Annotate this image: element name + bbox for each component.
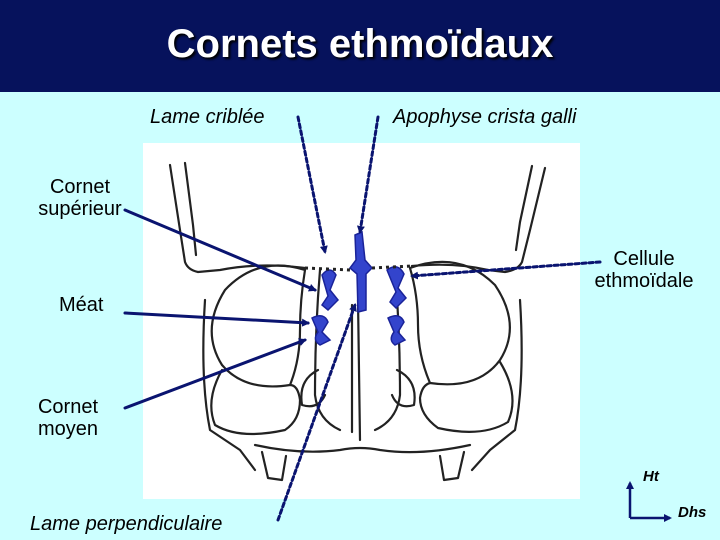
arrow-cornet-superieur [123, 208, 317, 292]
arrow-lame-perpendiculaire [276, 303, 357, 522]
label-cornet-moyen-line1: Cornet [37, 396, 99, 418]
axis-label-ht: Ht [643, 468, 659, 485]
arrow-cornet-moyen [123, 338, 307, 410]
skull-outline [168, 161, 547, 482]
pointer-arrows [123, 115, 602, 522]
left-middle-turbinate [311, 315, 332, 346]
ethmoid-turbinates [311, 230, 408, 346]
arrow-meat [123, 311, 310, 327]
label-cornet-superieur-line2: supérieur [38, 198, 122, 220]
arrow-cellule [410, 260, 602, 280]
label-meat: Méat [59, 294, 104, 316]
arrow-lame-criblee [296, 115, 328, 254]
label-cornet-moyen-line2: moyen [37, 418, 99, 440]
label-lame-perpendiculaire: Lame perpendiculaire [30, 513, 223, 535]
orientation-axis [626, 481, 672, 522]
label-cornet-superieur: Cornet supérieur [20, 176, 140, 220]
title-bar [0, 0, 720, 92]
slide-title: Cornets ethmoïdaux [166, 22, 554, 66]
arrow-crista-galli [356, 115, 380, 234]
right-superior-turbinate [386, 266, 408, 310]
axis-label-dhs: Dhs [678, 504, 707, 521]
crista-galli-shape [348, 230, 374, 313]
label-cornet-moyen: Cornet moyen [18, 396, 118, 440]
label-cellule-line1: Cellule [613, 248, 675, 270]
left-superior-turbinate [321, 269, 340, 312]
label-cornet-superieur-line1: Cornet [49, 176, 111, 198]
label-crista-galli: Apophyse crista galli [393, 106, 577, 128]
label-cellule-line2: ethmoïdale [594, 270, 694, 292]
anatomy-figure-background [143, 143, 580, 499]
label-lame-criblee: Lame criblée [150, 106, 265, 128]
right-middle-turbinate [387, 315, 407, 346]
label-cellule-ethmoidale: Cellule ethmoïdale [576, 248, 712, 292]
cribriform-plate [304, 264, 413, 272]
